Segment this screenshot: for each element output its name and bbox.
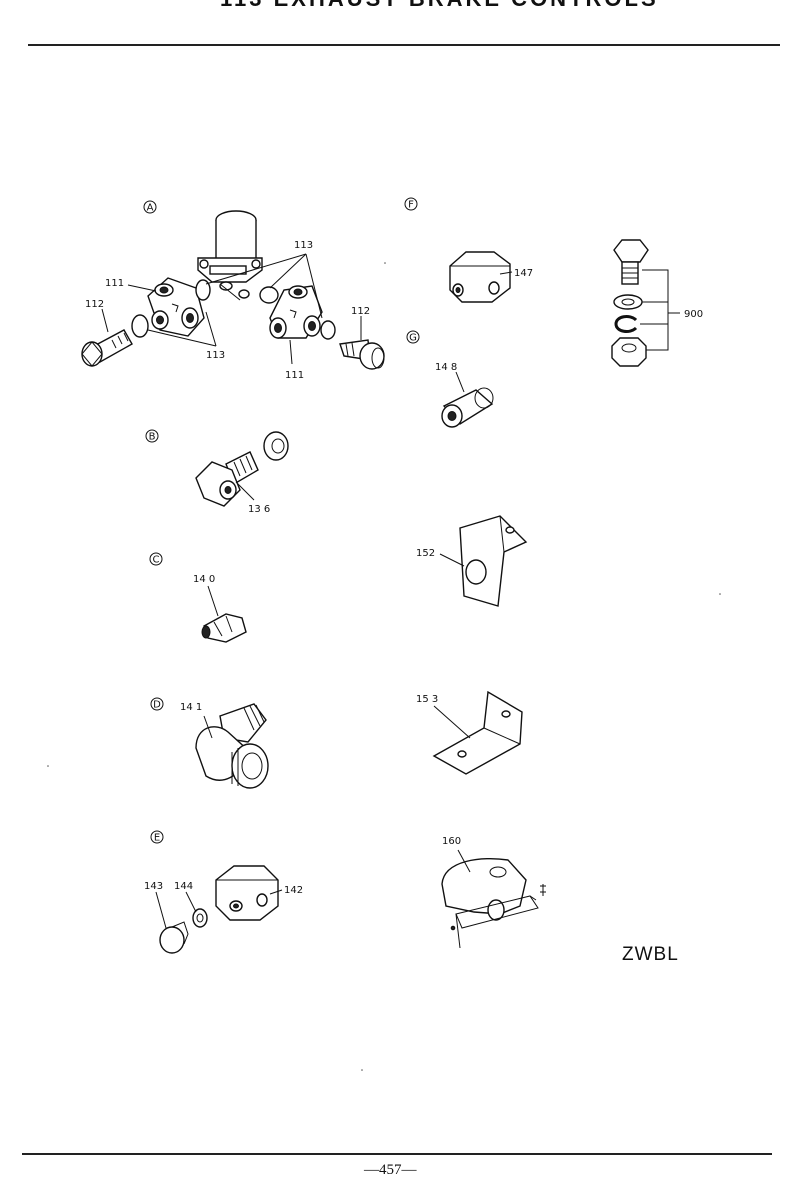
eye-bolt-112-left — [81, 329, 133, 367]
callout-113: 113 — [294, 240, 313, 251]
callout-136: 13 6 — [248, 504, 270, 515]
callout-152: 152 — [416, 548, 435, 559]
group-c-letter: C — [153, 555, 160, 566]
page-number: —457— — [364, 1162, 417, 1178]
hardware-set-900 — [611, 239, 680, 367]
callout-112: 112 — [351, 306, 370, 317]
sleeve-148 — [441, 387, 494, 428]
callout-160: 160 — [442, 836, 461, 847]
group-d-letter: D — [153, 700, 161, 711]
callout-111: 111 — [105, 278, 124, 289]
tee-fitting-111-left — [147, 277, 205, 337]
callout-142: 142 — [284, 885, 303, 896]
callout-144: 144 — [174, 881, 193, 892]
group-f: F — [404, 197, 513, 303]
elbow-141 — [195, 703, 269, 789]
model-code-label: ZWBL — [622, 944, 679, 965]
nut-900 — [611, 337, 647, 367]
callout-900: 900 — [684, 309, 703, 320]
callout-148: 14 8 — [435, 362, 457, 373]
group-a-letter: A — [147, 203, 154, 214]
callout-140: 14 0 — [193, 574, 215, 585]
page-title: 113 EXHAUST BRAKE CONTROLS — [220, 0, 659, 12]
group-d: D — [150, 697, 269, 789]
callout-143: 143 — [144, 881, 163, 892]
group-g-marker — [406, 330, 420, 344]
spring-washer-900 — [614, 315, 638, 333]
callout-113: 113 — [206, 350, 225, 361]
washer-144 — [192, 908, 208, 928]
callout-111: 111 — [285, 370, 304, 381]
group-e-marker — [150, 830, 164, 844]
washer-900 — [613, 294, 643, 310]
group-c: C — [149, 552, 247, 643]
group-b-marker — [145, 429, 159, 443]
block-142 — [215, 865, 279, 921]
bracket-153 — [432, 690, 523, 775]
washer-136 — [263, 431, 289, 461]
grease-nipple-140 — [201, 613, 247, 643]
group-c-marker — [149, 552, 163, 566]
callout-112: 112 — [85, 299, 104, 310]
top-rule — [28, 44, 780, 46]
block-147 — [449, 251, 511, 303]
group-d-marker — [150, 697, 164, 711]
bottom-rule — [22, 1153, 772, 1155]
tee-fitting-111-right — [269, 285, 323, 339]
eye-bolt-112-right — [339, 339, 385, 370]
solenoid-valve — [197, 210, 263, 301]
group-e: E — [150, 830, 283, 954]
group-f-marker — [404, 197, 418, 211]
group-b: B — [145, 429, 289, 507]
group-b-letter: B — [149, 432, 156, 443]
bracket-152 — [439, 515, 528, 607]
group-g: G — [406, 330, 494, 428]
clamp-160 — [441, 849, 546, 949]
o-ring-113 — [320, 320, 336, 340]
plug-143 — [159, 921, 189, 954]
o-ring-113 — [195, 279, 211, 301]
callout-153: 15 3 — [416, 694, 438, 705]
group-a-marker — [143, 200, 157, 214]
callout-147: 147 — [514, 268, 533, 279]
group-e-letter: E — [154, 833, 160, 844]
o-ring-113 — [131, 314, 149, 338]
group-g-letter: G — [409, 333, 417, 344]
callout-141: 14 1 — [180, 702, 202, 713]
o-ring-113 — [259, 286, 279, 304]
union-bolt-136 — [195, 451, 259, 507]
bolt-900 — [613, 239, 649, 285]
group-a: A — [81, 200, 385, 370]
group-f-letter: F — [408, 200, 414, 211]
